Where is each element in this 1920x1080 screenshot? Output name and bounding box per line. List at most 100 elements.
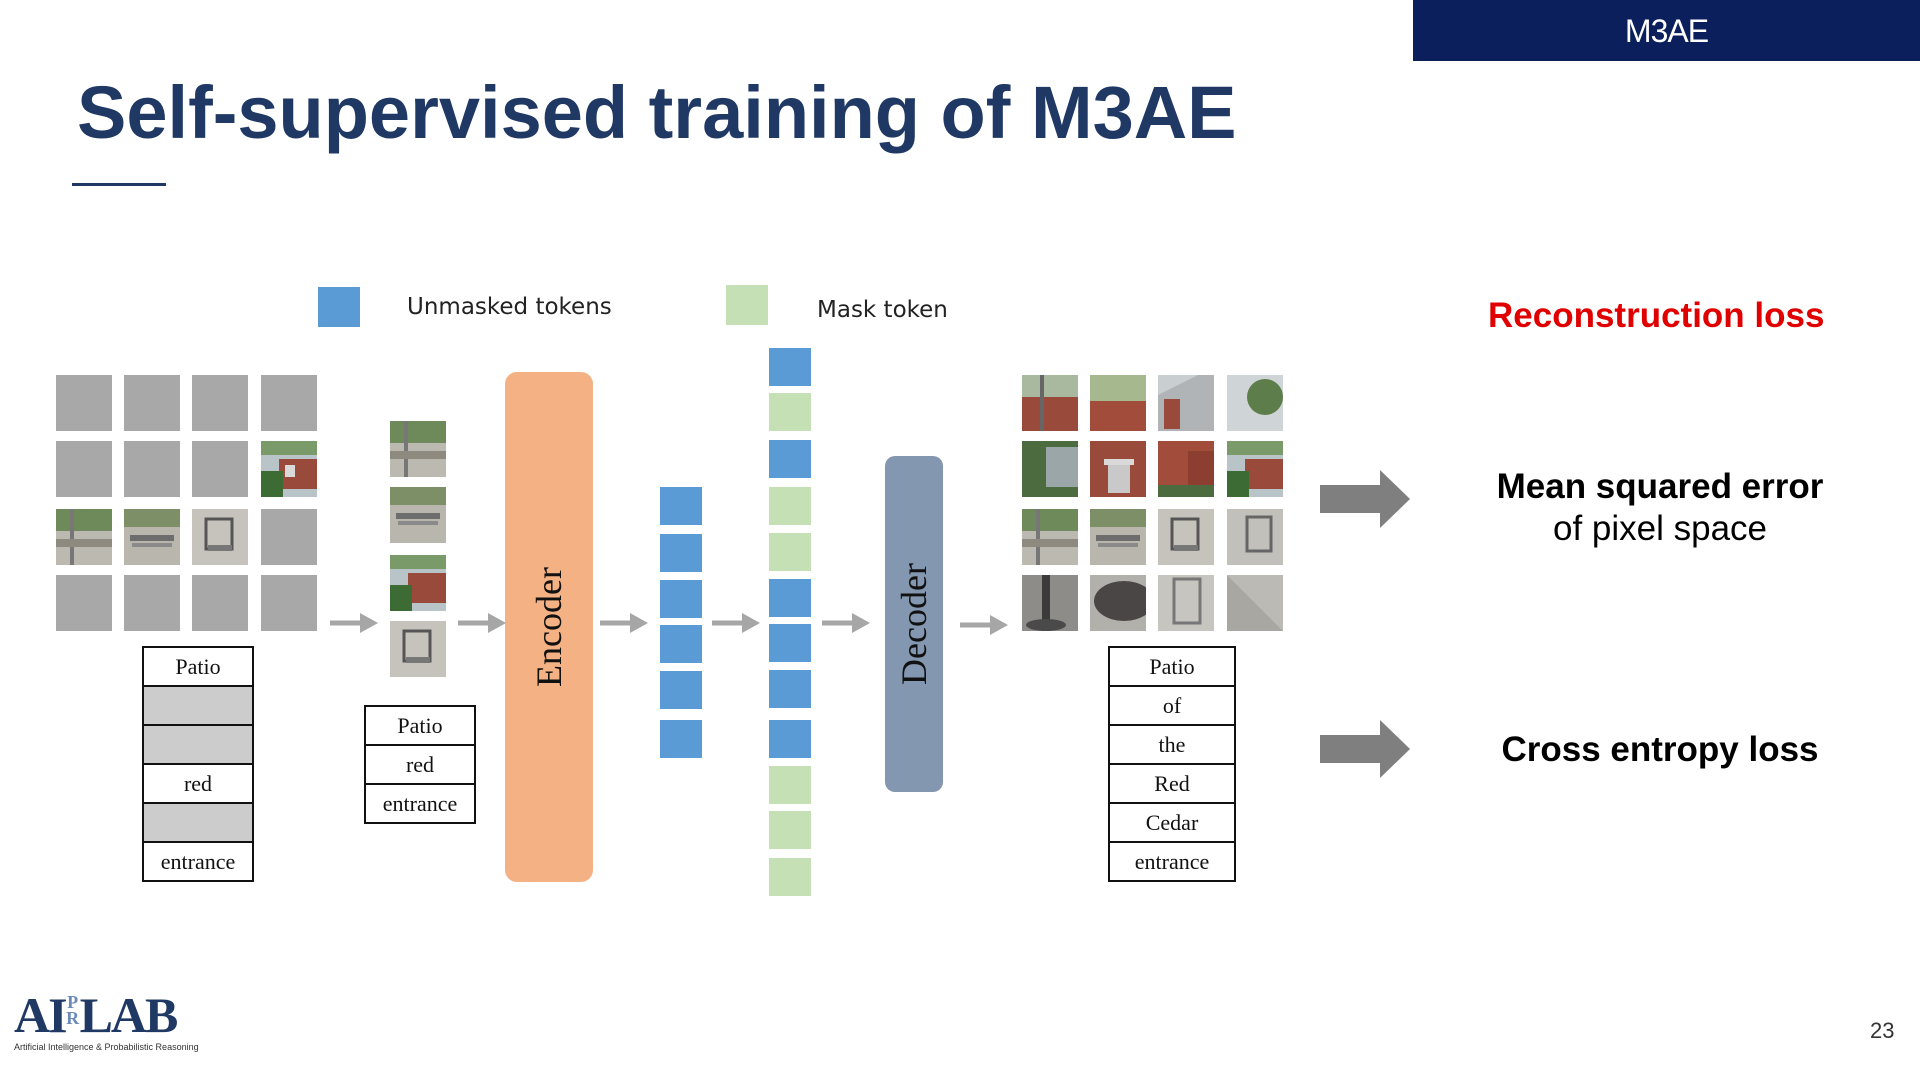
unmasked-token	[769, 720, 811, 758]
masked-patch	[192, 575, 248, 631]
masked-patch	[261, 375, 317, 431]
visible-image-patch	[390, 621, 446, 677]
unmasked-token-swatch	[318, 287, 360, 327]
reconstructed-patch	[1227, 509, 1283, 565]
page-number: 23	[1870, 1018, 1895, 1043]
logo-subtitle: Artificial Intelligence & Probabilistic …	[14, 1042, 199, 1052]
mask-token	[769, 858, 811, 896]
reconstructed-patch	[1022, 441, 1078, 497]
reconstructed-patch	[1158, 509, 1214, 565]
visible-image-patch	[390, 421, 446, 477]
mask-token-label: Mask token	[817, 297, 948, 323]
reconstructed-patch	[1227, 441, 1283, 497]
reconstruction-loss-title: Reconstruction loss	[1488, 296, 1825, 335]
flow-arrow-icon	[600, 613, 648, 633]
encoded-token	[660, 671, 702, 709]
text-token: Red	[1110, 765, 1234, 804]
text-token: of	[1110, 687, 1234, 726]
unmasked-token	[769, 670, 811, 708]
output-text-tokens: Patio of the Red Cedar entrance	[1108, 646, 1236, 882]
reconstructed-patch	[1090, 575, 1146, 631]
mask-token	[769, 487, 811, 525]
reconstructed-patch	[1090, 509, 1146, 565]
unmasked-tokens-label: Unmasked tokens	[407, 294, 612, 320]
masked-text-token	[144, 687, 252, 726]
encoded-token	[660, 487, 702, 525]
encoded-token	[660, 625, 702, 663]
visible-image-patch	[192, 509, 248, 565]
text-token: entrance	[1134, 849, 1210, 874]
text-token: red	[144, 765, 252, 804]
mse-loss-text: Mean squared error of pixel space	[1460, 466, 1860, 550]
flow-arrow-icon	[960, 615, 1008, 635]
text-token: entrance	[160, 849, 236, 874]
reconstructed-patch	[1022, 575, 1078, 631]
encoded-token	[660, 720, 702, 758]
decoder-input-sequence	[769, 348, 811, 896]
masked-patch	[56, 575, 112, 631]
masked-patch	[124, 441, 180, 497]
flow-arrow-icon	[458, 613, 506, 633]
loss-arrow-icon	[1320, 470, 1410, 528]
encoded-token	[660, 580, 702, 618]
decoder-block: Decoder	[885, 456, 943, 792]
header-bar: M3AE	[1413, 0, 1920, 61]
reconstructed-patch	[1022, 509, 1078, 565]
encoded-token	[660, 534, 702, 572]
mse-loss-bold: Mean squared error	[1496, 467, 1824, 506]
header-label: M3AE	[1624, 13, 1709, 49]
flow-arrow-icon	[330, 613, 378, 633]
text-token: entrance	[382, 791, 458, 816]
title-underline	[72, 183, 166, 186]
flow-arrow-icon	[822, 613, 870, 633]
unmasked-token	[769, 440, 811, 478]
unmasked-token	[769, 579, 811, 617]
visible-image-patch	[390, 555, 446, 611]
reconstructed-patch	[1227, 375, 1283, 431]
masked-patch	[192, 375, 248, 431]
encoded-token-column	[660, 487, 702, 761]
masked-patch	[56, 375, 112, 431]
cross-entropy-loss-text: Cross entropy loss	[1501, 730, 1819, 769]
visible-image-patch	[124, 509, 180, 565]
masked-text-token	[144, 726, 252, 765]
mse-loss-rest: of pixel space	[1552, 509, 1768, 548]
mask-token	[769, 811, 811, 849]
visible-image-patch	[390, 487, 446, 543]
flow-arrow-icon	[712, 613, 760, 633]
masked-patch	[192, 441, 248, 497]
input-text-tokens: Patio red entrance	[142, 646, 254, 882]
encoder-label: Encoder	[529, 567, 569, 687]
masked-patch	[124, 375, 180, 431]
masked-text-token	[144, 804, 252, 843]
decoder-label: Decoder	[894, 563, 934, 685]
mask-token-swatch	[726, 285, 768, 325]
reconstructed-image-grid	[1022, 375, 1284, 631]
reconstructed-patch	[1227, 575, 1283, 631]
encoder-block: Encoder	[505, 372, 593, 882]
reconstructed-patch	[1090, 375, 1146, 431]
masked-patch	[124, 575, 180, 631]
text-token: red	[366, 746, 474, 785]
mask-token	[769, 533, 811, 571]
loss-arrow-icon	[1320, 720, 1410, 778]
masked-patch	[56, 441, 112, 497]
masked-patch	[261, 575, 317, 631]
reconstructed-patch	[1022, 375, 1078, 431]
text-token: Cedar	[1110, 804, 1234, 843]
masked-patch	[261, 509, 317, 565]
reconstructed-patch	[1158, 575, 1214, 631]
reconstructed-patch	[1158, 375, 1214, 431]
mask-token	[769, 393, 811, 431]
text-token: Patio	[366, 707, 474, 746]
input-image-grid	[56, 375, 318, 631]
text-token: Patio	[144, 648, 252, 687]
text-token: Patio	[1110, 648, 1234, 687]
unmasked-token	[769, 348, 811, 386]
mask-token	[769, 766, 811, 804]
slide-title: Self-supervised training of M3AE	[77, 71, 1237, 154]
reconstructed-patch	[1158, 441, 1214, 497]
visible-image-patch	[261, 441, 317, 497]
